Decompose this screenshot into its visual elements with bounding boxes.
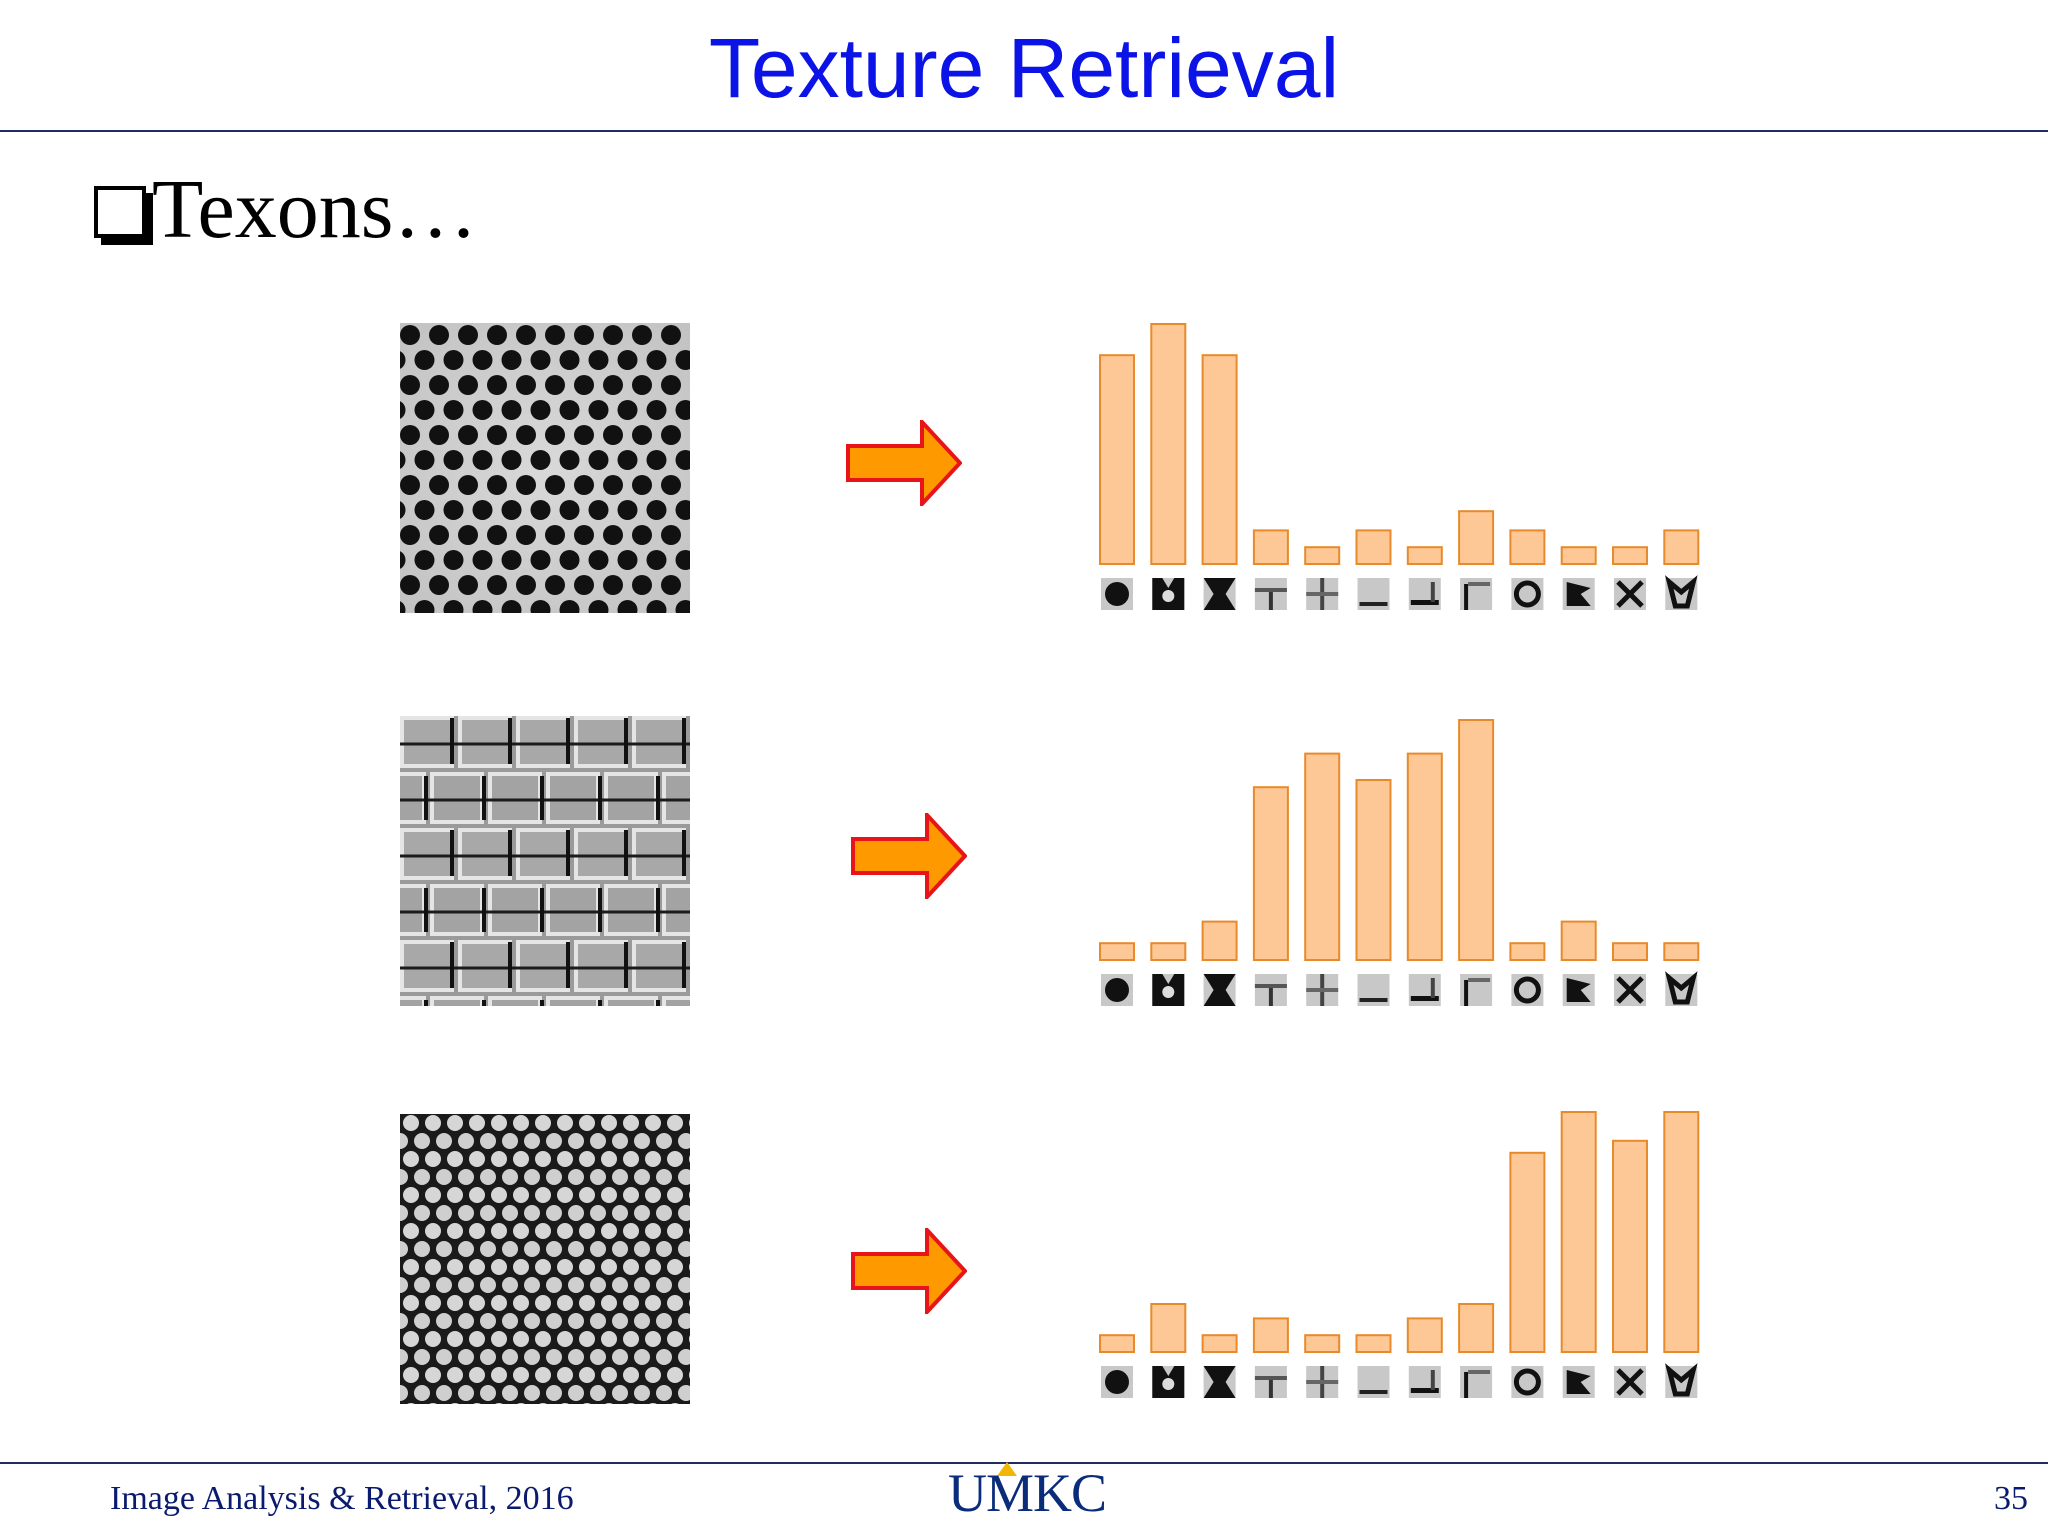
umkc-logo-accent-icon — [997, 1462, 1017, 1476]
histogram-bar — [1252, 786, 1289, 961]
histogram-bar — [1458, 1303, 1495, 1353]
texton-6-icon — [1357, 578, 1390, 610]
texton-1-icon — [1101, 974, 1133, 1006]
histogram-bar — [1304, 752, 1341, 961]
histogram-bar — [1355, 1334, 1392, 1353]
histogram-bar — [1150, 323, 1187, 565]
texton-7-icon — [1408, 1366, 1441, 1398]
histogram-bar — [1201, 1334, 1238, 1353]
histogram-bar — [1150, 942, 1187, 961]
histogram-bar — [1509, 942, 1546, 961]
texton-1-icon — [1101, 1366, 1133, 1398]
dot-grid-texture — [400, 323, 690, 613]
histogram-bar — [1663, 942, 1700, 961]
texton-5-icon — [1306, 1366, 1339, 1398]
histogram-bar — [1406, 546, 1443, 565]
texton-12-icon — [1665, 971, 1698, 1006]
texton-10-icon — [1562, 578, 1595, 610]
texton-5-icon — [1306, 578, 1339, 610]
texton-4-icon — [1254, 1366, 1287, 1398]
histogram-bar — [1560, 920, 1597, 962]
texton-histogram-chart — [1099, 323, 1700, 610]
umkc-logo: UMKC — [948, 1463, 1107, 1523]
texton-6-icon — [1357, 1366, 1390, 1398]
texton-3-icon — [1203, 1366, 1236, 1398]
texton-9-icon — [1511, 1366, 1544, 1398]
texton-2-icon — [1152, 974, 1185, 1006]
histogram-bar — [1612, 546, 1648, 565]
histogram-bar — [1201, 920, 1238, 962]
arrow-icon — [846, 420, 962, 506]
texton-2-icon — [1152, 578, 1185, 610]
histogram-bar — [1560, 1111, 1597, 1353]
checkbox-bullet-icon — [94, 186, 146, 238]
texton-12-icon — [1665, 1363, 1698, 1398]
histogram-bar — [1252, 1317, 1289, 1353]
texton-10-icon — [1562, 1366, 1595, 1398]
histogram-bar — [1663, 529, 1700, 565]
texton-histogram-chart — [1099, 719, 1700, 1006]
texton-4-icon — [1254, 578, 1287, 610]
histogram-bar — [1355, 779, 1392, 961]
texton-10-icon — [1562, 974, 1595, 1006]
bullet-item: Texons… — [94, 160, 477, 260]
texton-8-icon — [1460, 578, 1493, 610]
texton-11-icon — [1614, 1366, 1646, 1398]
arrow-icon — [851, 813, 967, 899]
histogram-bar — [1509, 1151, 1546, 1353]
histogram-bar — [1099, 1334, 1135, 1353]
arrow-icon — [851, 1228, 967, 1314]
histogram-bar — [1458, 719, 1495, 961]
histogram-bar — [1252, 529, 1289, 565]
histogram-bar — [1304, 1334, 1341, 1353]
texton-8-icon — [1460, 1366, 1493, 1398]
histogram-bar — [1304, 546, 1341, 565]
histogram-bar — [1406, 1317, 1443, 1353]
slide-title: Texture Retrieval — [708, 21, 1340, 115]
texton-4-icon — [1254, 974, 1287, 1006]
histogram-bar — [1099, 354, 1135, 566]
histogram-bar — [1355, 529, 1392, 565]
histogram-bar — [1612, 1139, 1648, 1353]
footer-divider — [0, 1462, 2048, 1464]
scales-texture — [400, 1114, 690, 1404]
histogram-bar — [1612, 942, 1648, 961]
texton-3-icon — [1203, 578, 1236, 610]
brick-wall-texture — [400, 716, 690, 1006]
texton-12-icon — [1665, 575, 1698, 610]
texton-3-icon — [1203, 974, 1236, 1006]
texton-8-icon — [1460, 974, 1493, 1006]
texton-9-icon — [1511, 578, 1544, 610]
histogram-bar — [1560, 546, 1597, 565]
texton-11-icon — [1614, 578, 1646, 610]
texton-1-icon — [1101, 578, 1133, 610]
footer-course: Image Analysis & Retrieval, 2016 — [110, 1480, 574, 1517]
histogram-bar — [1150, 1303, 1187, 1353]
title-divider — [0, 130, 2048, 132]
histogram-bar — [1663, 1111, 1700, 1353]
histogram-bar — [1509, 529, 1546, 565]
texton-7-icon — [1408, 578, 1441, 610]
bullet-text: Texons… — [152, 163, 478, 256]
texton-2-icon — [1152, 1366, 1185, 1398]
texton-histogram-chart — [1099, 1111, 1700, 1398]
histogram-bar — [1406, 752, 1443, 961]
texton-7-icon — [1408, 974, 1441, 1006]
page-number: 35 — [1994, 1480, 2028, 1517]
texton-5-icon — [1306, 974, 1339, 1006]
texton-11-icon — [1614, 974, 1646, 1006]
texton-9-icon — [1511, 974, 1544, 1006]
histogram-bar — [1458, 510, 1495, 565]
texton-6-icon — [1357, 974, 1390, 1006]
histogram-bar — [1099, 942, 1135, 961]
histogram-bar — [1201, 354, 1238, 566]
